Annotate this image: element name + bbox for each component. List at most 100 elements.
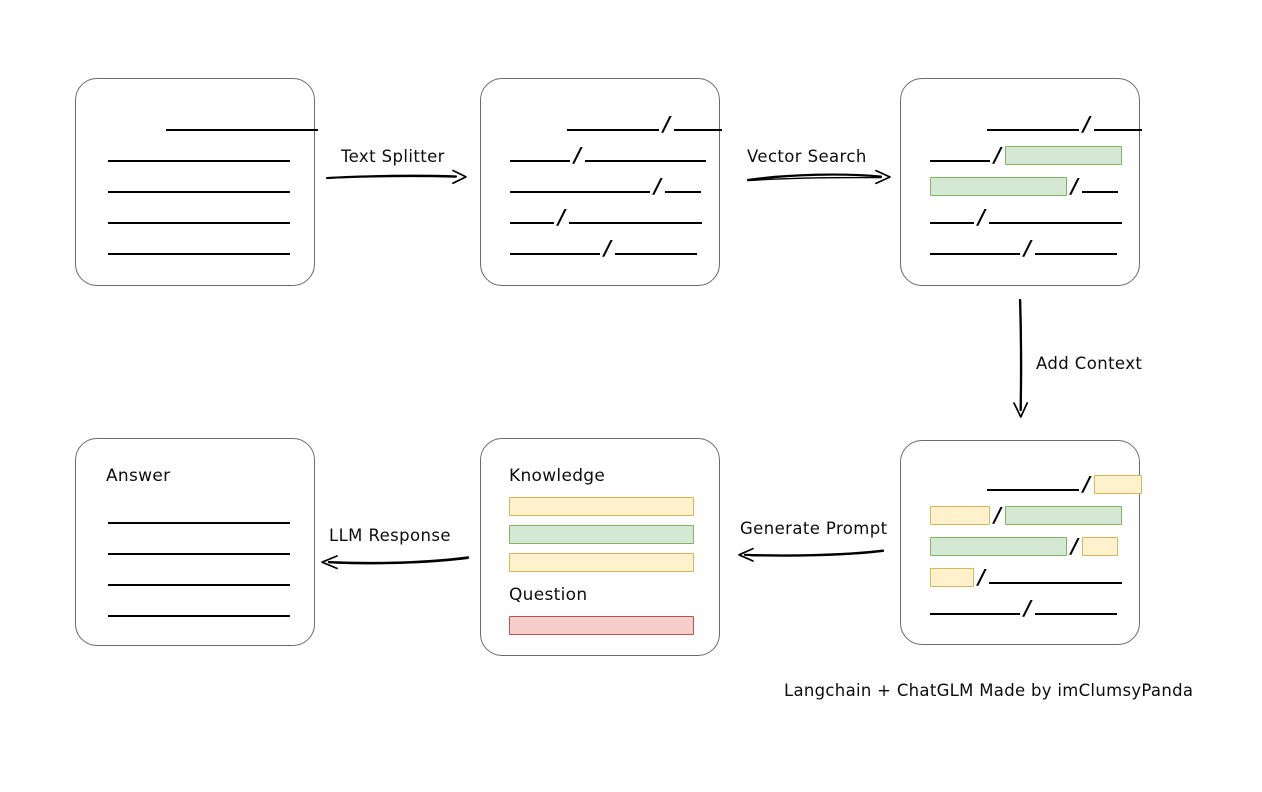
highlight-chip-green — [1005, 505, 1123, 525]
highlight-chip-yellow — [1082, 536, 1119, 556]
llm-response-label: LLM Response — [329, 526, 451, 545]
segment-separator-slash: / — [978, 565, 986, 589]
text-line — [585, 160, 707, 162]
highlight-chip-yellow — [1094, 474, 1143, 494]
segment-separator-slash: / — [558, 205, 566, 229]
text-row — [166, 114, 318, 134]
text-row: / — [987, 472, 1143, 496]
text-line — [108, 253, 290, 255]
context-document-box: / / / / / — [900, 440, 1143, 645]
segment-separator-slash: / — [574, 143, 582, 167]
source-document-box — [75, 78, 318, 286]
highlight-chip-yellow — [930, 567, 974, 587]
retrieved-document-rows: / / / / / — [901, 79, 1143, 285]
segment-separator-slash: / — [1024, 236, 1032, 260]
text-line — [987, 129, 1079, 131]
add-context-label: Add Context — [1036, 354, 1143, 373]
segment-separator-slash: / — [978, 205, 986, 229]
text-line — [930, 253, 1020, 255]
question-bars — [481, 439, 719, 655]
text-row: / — [930, 205, 1123, 229]
text-line — [567, 129, 659, 131]
text-line — [108, 222, 290, 224]
text-row — [108, 507, 290, 527]
text-row — [108, 145, 290, 165]
segment-separator-slash: / — [654, 174, 662, 198]
segment-separator-slash: / — [1083, 112, 1091, 136]
llm-response-arrow — [321, 555, 470, 570]
highlight-chip-green — [1005, 145, 1123, 165]
prompt-bar-green — [509, 525, 694, 544]
generate-prompt-arrow — [738, 547, 885, 562]
context-document-rows: / / / / / — [901, 441, 1143, 644]
segment-separator-slash: / — [1071, 534, 1079, 558]
text-line — [989, 222, 1123, 224]
split-document-box: / / / / / — [480, 78, 723, 286]
credit-text: Langchain + ChatGLM Made by imClumsyPand… — [784, 681, 1194, 700]
text-row — [108, 207, 290, 227]
text-line — [108, 553, 290, 555]
retrieved-document-box: / / / / / — [900, 78, 1143, 286]
text-line — [108, 160, 290, 162]
text-splitter-arrow — [325, 169, 467, 185]
text-row: / — [510, 205, 703, 229]
highlight-chip-green — [930, 536, 1067, 556]
segment-separator-slash: / — [1024, 596, 1032, 620]
vector-search-label: Vector Search — [747, 147, 867, 166]
text-line — [1035, 253, 1118, 255]
text-splitter-label: Text Splitter — [341, 147, 445, 166]
prompt-bar-red — [509, 616, 694, 635]
text-line — [510, 253, 600, 255]
text-row — [108, 176, 290, 196]
answer-title: Answer — [106, 466, 171, 486]
text-row — [108, 569, 290, 589]
text-row: / — [510, 143, 707, 167]
segment-separator-slash: / — [663, 112, 671, 136]
segment-separator-slash: / — [1071, 174, 1079, 198]
text-line — [108, 191, 290, 193]
segment-separator-slash: / — [1083, 472, 1091, 496]
text-line — [108, 584, 290, 586]
text-row: / — [930, 596, 1118, 620]
segment-separator-slash: / — [994, 503, 1002, 527]
text-line — [930, 222, 974, 224]
text-line — [1082, 191, 1119, 193]
text-row: / — [510, 238, 698, 258]
vector-search-arrow — [746, 169, 891, 185]
text-row: / — [987, 112, 1143, 136]
text-row — [108, 538, 290, 558]
text-row: / — [510, 174, 702, 198]
text-line — [510, 222, 554, 224]
text-row: / — [567, 112, 723, 136]
text-line — [1035, 613, 1118, 615]
prompt-bar-yellow — [509, 553, 694, 572]
text-line — [989, 582, 1123, 584]
answer-rows — [76, 439, 314, 645]
text-line — [166, 129, 318, 131]
text-line — [930, 613, 1020, 615]
knowledge-bars — [481, 439, 719, 655]
text-row: / — [930, 145, 1123, 165]
text-line — [674, 129, 723, 131]
text-row: / — [930, 236, 1118, 260]
source-document-rows — [76, 79, 318, 285]
text-row: / — [930, 503, 1123, 527]
text-line — [108, 522, 290, 524]
text-line — [930, 160, 990, 162]
text-line — [615, 253, 698, 255]
text-line — [108, 615, 290, 617]
text-line — [510, 160, 570, 162]
question-label: Question — [509, 585, 588, 605]
text-line — [510, 191, 650, 193]
split-document-rows: / / / / / — [481, 79, 723, 285]
text-line — [1094, 129, 1143, 131]
knowledge-label: Knowledge — [509, 466, 606, 486]
highlight-chip-green — [930, 176, 1067, 196]
answer-box: Answer — [75, 438, 315, 646]
text-row — [108, 600, 290, 620]
generate-prompt-label: Generate Prompt — [740, 519, 888, 538]
text-line — [569, 222, 703, 224]
text-row — [108, 238, 290, 258]
text-row: / — [930, 565, 1123, 589]
